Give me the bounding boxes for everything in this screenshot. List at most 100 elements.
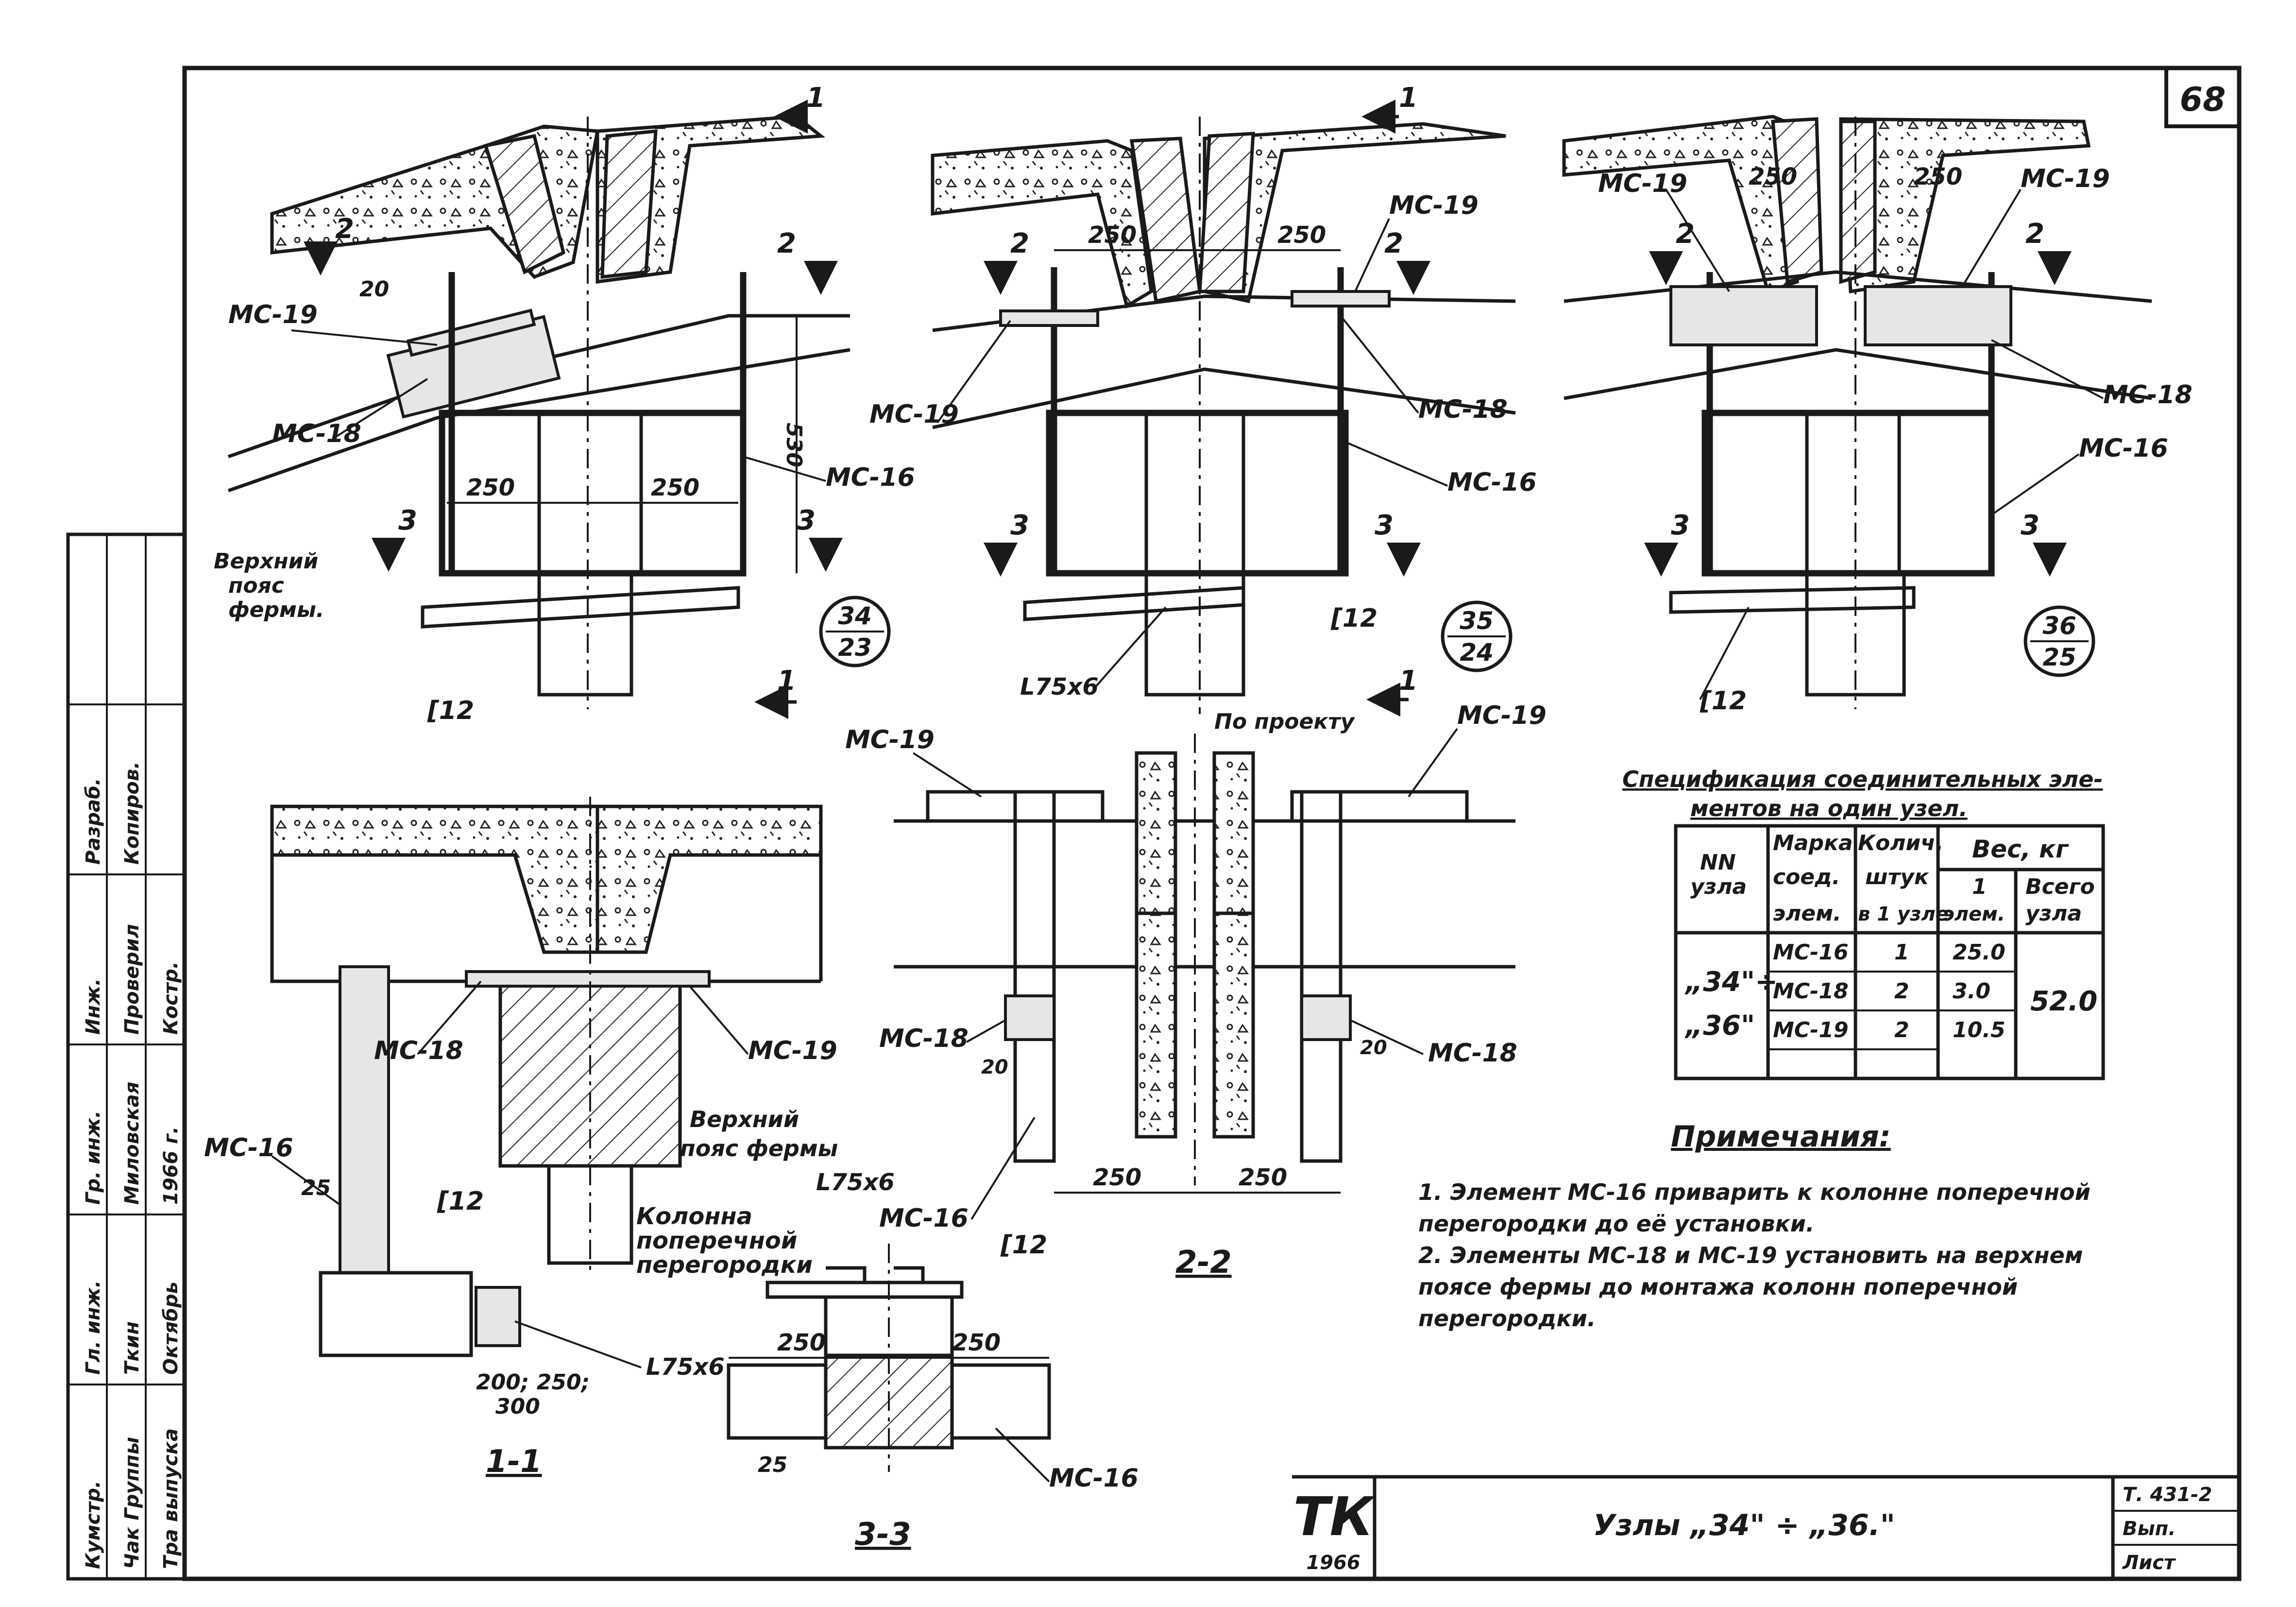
cut-1-bottom: 1 bbox=[777, 665, 796, 697]
mc18-plate-l bbox=[1669, 285, 1818, 346]
svg-text:34: 34 bbox=[838, 602, 872, 630]
svg-text:Кумстр.: Кумстр. bbox=[82, 1481, 104, 1569]
section-title: 3-3 bbox=[855, 1517, 911, 1553]
label-mc16: МС-16 bbox=[879, 1204, 969, 1233]
dim-250-b: 250 bbox=[651, 474, 699, 501]
label-by-project: По проекту bbox=[1214, 709, 1356, 734]
cut-2-right: 2 bbox=[2025, 218, 2044, 250]
notes-title: Примечания: bbox=[1671, 1120, 1891, 1154]
cut-2-left: 2 bbox=[335, 213, 354, 245]
svg-text:2: 2 bbox=[1894, 1018, 1909, 1043]
slab-rib-right bbox=[600, 129, 658, 279]
node-marker-34: 34 23 bbox=[819, 596, 891, 667]
svg-text:Костр.: Костр. bbox=[160, 961, 182, 1035]
node-34-elevation: МС-19 МС-18 МС-16 [12 Верхний пояс фермы… bbox=[214, 82, 915, 725]
mc19-plate-r bbox=[1291, 290, 1391, 308]
svg-text:узла: узла bbox=[2025, 901, 2082, 926]
label-mc18-r: МС-18 bbox=[1428, 1039, 1517, 1068]
specification-table: Спецификация соединительных эле- ментов … bbox=[1622, 766, 2105, 1080]
c12-channel bbox=[421, 586, 740, 629]
column-l-bot bbox=[1135, 911, 1177, 1139]
svg-text:1966 г.: 1966 г. bbox=[160, 1127, 182, 1205]
cut-3-right: 3 bbox=[2021, 510, 2040, 541]
svg-text:Гр. инж.: Гр. инж. bbox=[82, 1111, 104, 1205]
label-column-2: поперечной bbox=[636, 1227, 798, 1254]
section-3-3: Колонна поперечной перегородки L75x6 [12… bbox=[636, 1169, 1139, 1553]
mc18-plate-r bbox=[1864, 285, 2012, 346]
page-number: 68 bbox=[2180, 81, 2226, 119]
label-mc18: МС-18 bbox=[1418, 395, 1508, 424]
leader-mc16 bbox=[271, 1155, 341, 1206]
svg-text:штук: штук bbox=[1865, 865, 1929, 889]
svg-text:элем.: элем. bbox=[1773, 901, 1841, 926]
l75-section bbox=[475, 1286, 521, 1347]
title-block: ТК 1966 Узлы „34" ÷ „36." Т. 431-2 Вып. … bbox=[1292, 1475, 2239, 1579]
label-c12: [12 bbox=[1330, 604, 1378, 633]
svg-text:2: 2 bbox=[1894, 979, 1909, 1004]
dim-300: 300 bbox=[495, 1394, 540, 1419]
spec-title-1: Спецификация соединительных эле- bbox=[1622, 766, 2103, 792]
svg-text:10.5: 10.5 bbox=[1953, 1018, 2006, 1043]
dim-250-a: 250 bbox=[1093, 1164, 1141, 1191]
cut-2-left: 2 bbox=[1676, 218, 1695, 250]
svg-text:Разраб.: Разраб. bbox=[82, 778, 104, 865]
section-title: 2-2 bbox=[1175, 1245, 1232, 1281]
mc19-plate bbox=[406, 308, 536, 357]
spec-node-cell-1: „34"÷ bbox=[1684, 966, 1778, 998]
svg-text:Копиров.: Копиров. bbox=[121, 762, 143, 865]
cut-3-left: 3 bbox=[398, 505, 417, 536]
leader-mc18 bbox=[417, 980, 482, 1055]
slab-right bbox=[1839, 117, 2091, 294]
cut-3-left: 3 bbox=[1671, 510, 1690, 541]
note-line-3: 2. Элементы МС-18 и МС-19 установить на … bbox=[1418, 1242, 2083, 1268]
leader-mc19-r bbox=[1408, 728, 1458, 798]
l75-angle bbox=[1023, 586, 1245, 621]
svg-text:25.0: 25.0 bbox=[1953, 940, 2006, 965]
svg-text:элем.: элем. bbox=[1943, 903, 2005, 925]
section-title: 1-1 bbox=[486, 1444, 542, 1480]
label-upper-chord-3: фермы. bbox=[228, 598, 324, 622]
cut-3-left: 3 bbox=[1010, 510, 1029, 541]
mc16-r bbox=[1300, 790, 1343, 1163]
label-l75: L75x6 bbox=[646, 1353, 725, 1381]
leader-mc18 bbox=[334, 378, 428, 438]
dim-250-a: 250 bbox=[1749, 163, 1797, 190]
label-mc16: МС-16 bbox=[204, 1133, 293, 1163]
leader-mc18-r bbox=[1350, 1019, 1424, 1055]
spec-title-2: ментов на один узел. bbox=[1690, 795, 1968, 821]
label-mc16: МС-16 bbox=[2079, 434, 2168, 463]
sheet-title: Узлы „34" ÷ „36." bbox=[1593, 1508, 1895, 1542]
issue-label: Вып. bbox=[2123, 1518, 2176, 1540]
svg-text:МС-16: МС-16 bbox=[1773, 940, 1849, 965]
spec-node-cell-2: „36" bbox=[1684, 1010, 1755, 1042]
leader-mc16 bbox=[995, 1427, 1050, 1483]
svg-text:соед.: соед. bbox=[1773, 865, 1840, 889]
leader-mc19-l bbox=[1665, 188, 1730, 292]
c12-section bbox=[319, 1271, 473, 1357]
cut-1-bottom: 1 bbox=[1399, 665, 1418, 697]
svg-text:24: 24 bbox=[1460, 638, 1494, 667]
cut-1-top: 1 bbox=[806, 82, 825, 114]
upper-chord bbox=[1564, 270, 2152, 400]
label-mc18: МС-18 bbox=[374, 1036, 463, 1065]
mc19-plate-r bbox=[1290, 790, 1469, 823]
leader-l75 bbox=[514, 1320, 642, 1368]
dim-250-b: 250 bbox=[1277, 222, 1326, 249]
upper-chord bbox=[227, 314, 850, 493]
mc16-beam bbox=[1046, 410, 1349, 577]
label-column-1: Колонна bbox=[636, 1203, 752, 1230]
svg-text:35: 35 bbox=[1460, 607, 1494, 635]
mc18-l bbox=[1004, 994, 1055, 1041]
leader-mc18 bbox=[1991, 339, 2104, 399]
label-c12: [12 bbox=[1700, 686, 1747, 716]
svg-text:Всего: Всего bbox=[2025, 874, 2095, 899]
dim-20-l: 20 bbox=[981, 1056, 1008, 1078]
label-upper-chord-1: Верхний bbox=[690, 1106, 799, 1132]
cut-2-left: 2 bbox=[1010, 228, 1029, 259]
dim-200: 200; 250; bbox=[476, 1370, 590, 1395]
label-mc19: МС-19 bbox=[228, 300, 318, 329]
svg-text:Инж.: Инж. bbox=[82, 978, 104, 1035]
dim-250-a: 250 bbox=[466, 474, 515, 501]
svg-text:МС-18: МС-18 bbox=[1773, 979, 1849, 1004]
